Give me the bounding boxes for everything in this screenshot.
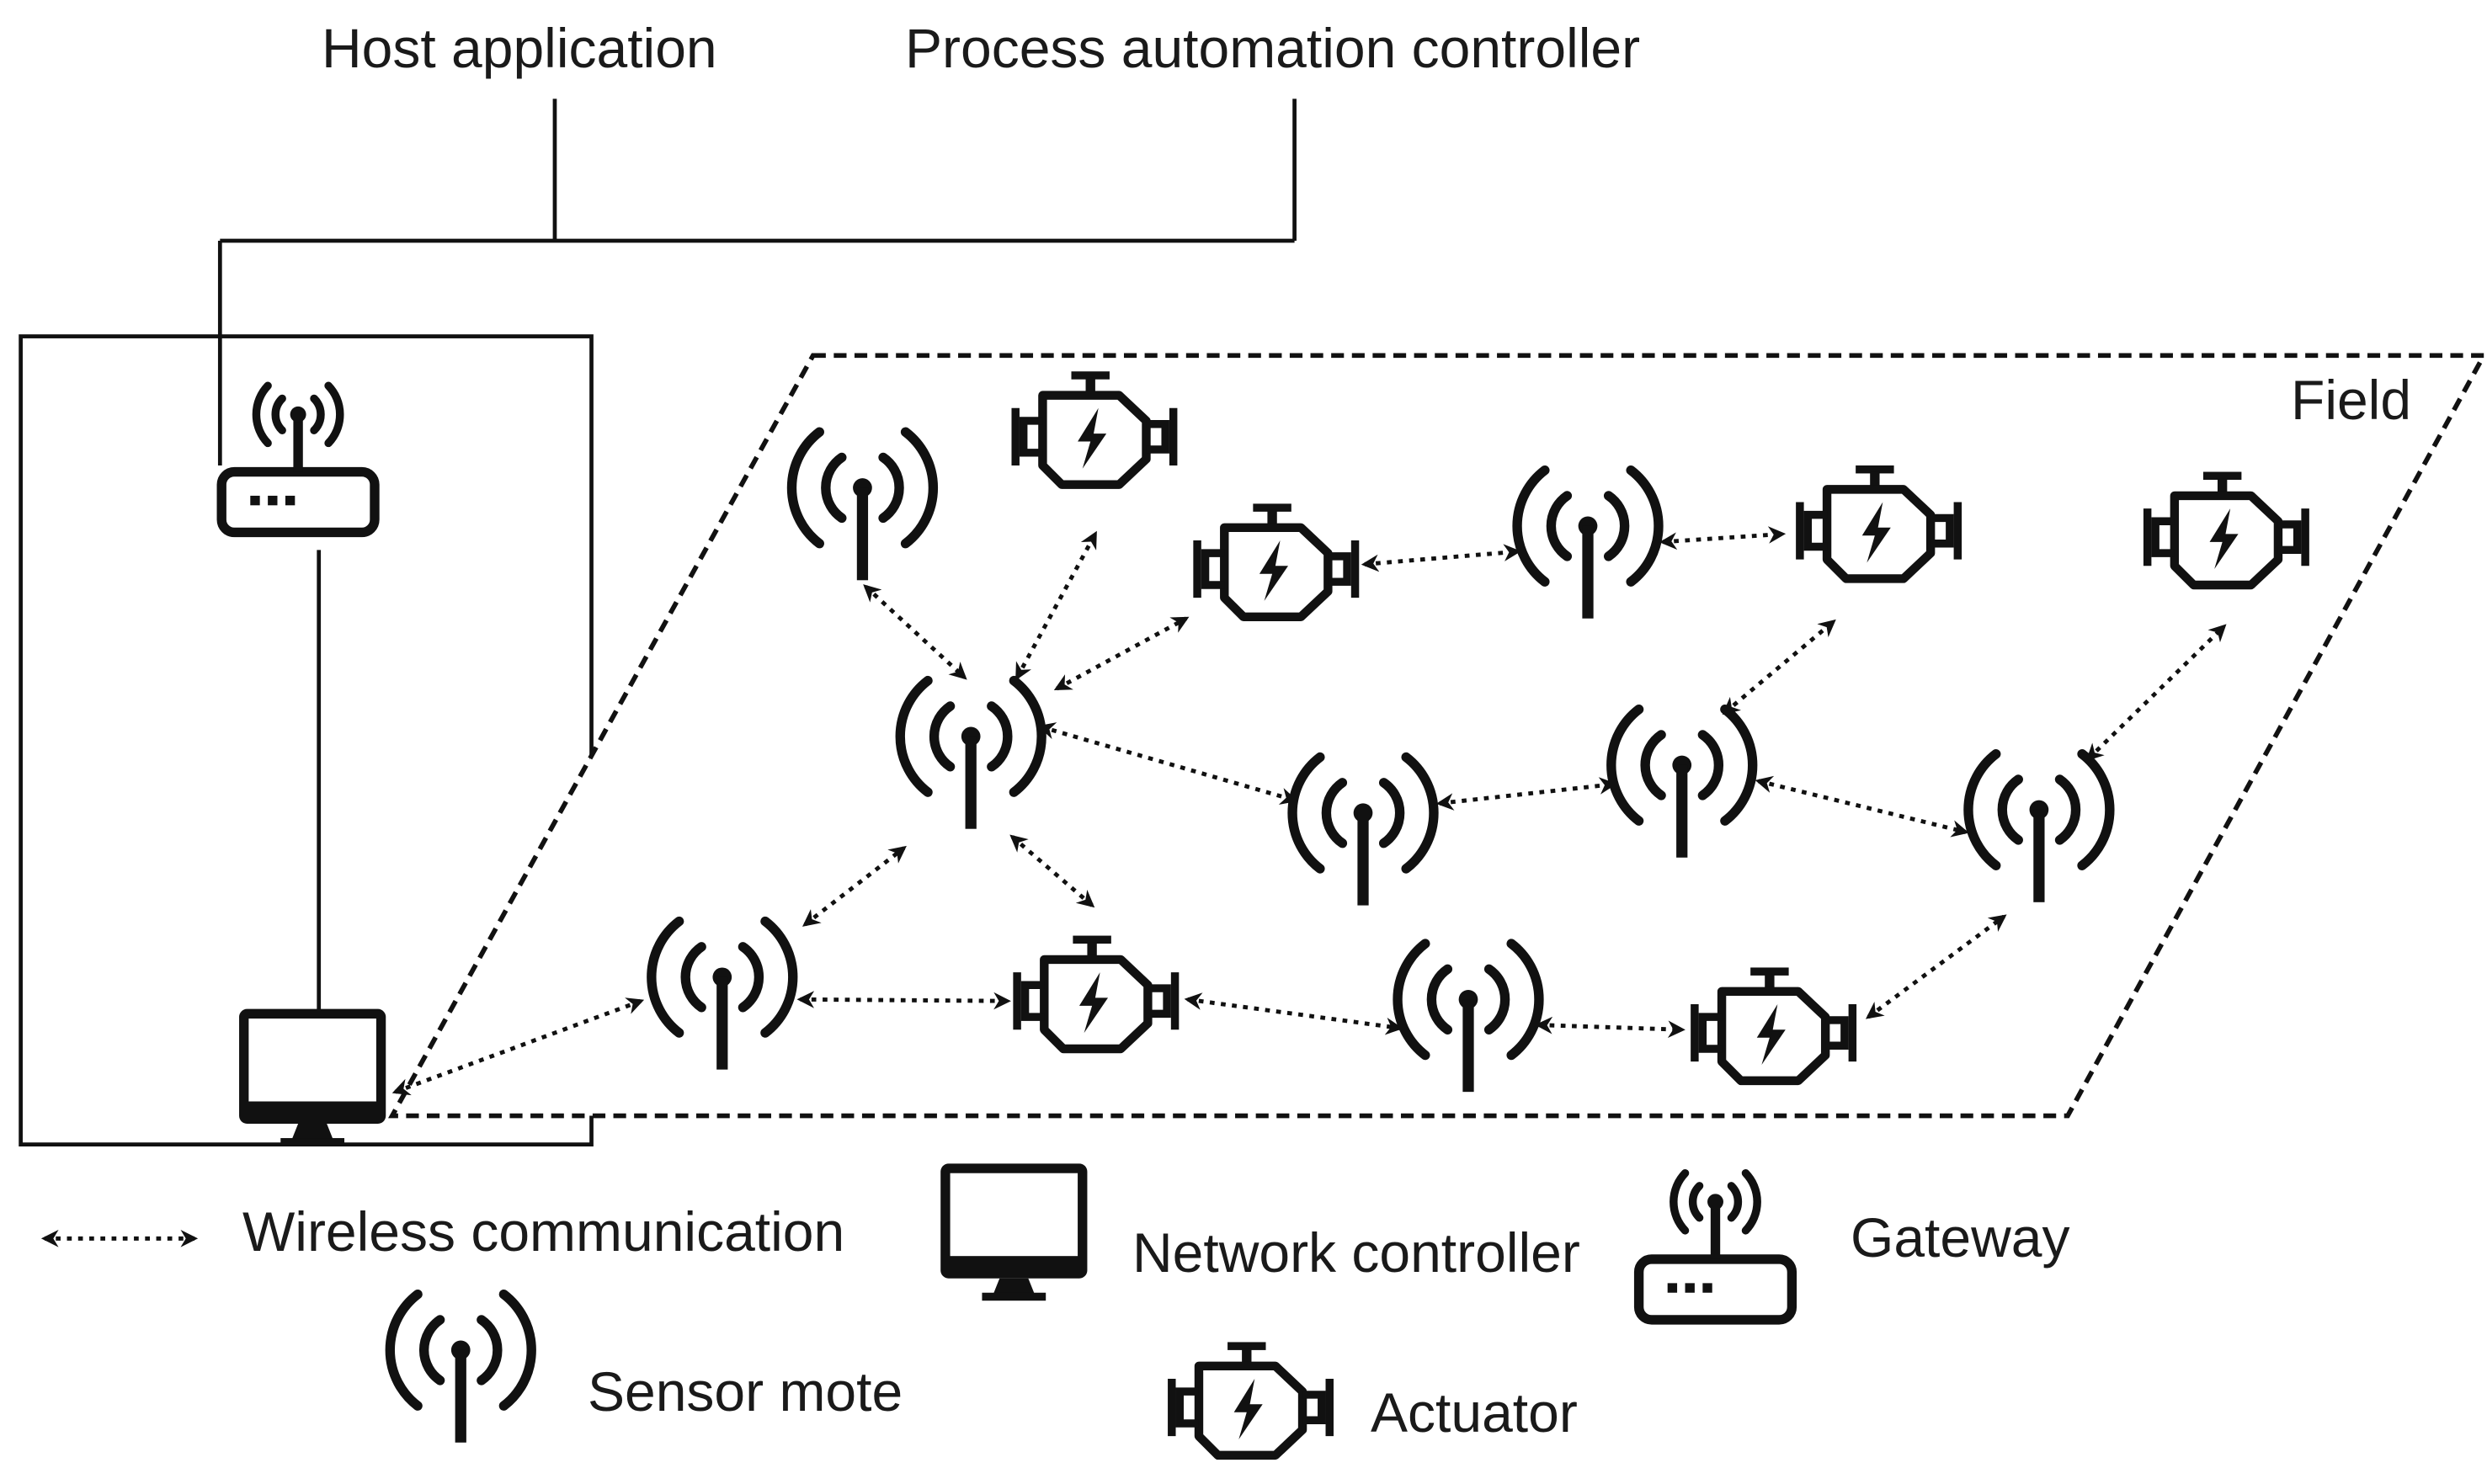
wireless-link-arrow <box>1361 544 1521 572</box>
wireless-link-arrow <box>863 584 967 680</box>
field-label: Field <box>2291 369 2412 431</box>
wireless-link-arrow <box>1755 775 1969 838</box>
legend-network-controller-label: Network controller <box>1132 1221 1580 1284</box>
legend-actuator-label: Actuator <box>1371 1381 1578 1444</box>
network-controller-icon <box>239 1008 386 1146</box>
wireless-link-arrow <box>796 991 1011 1010</box>
wired-connections <box>217 98 1297 1011</box>
wireless-link-arrow <box>1184 992 1403 1035</box>
legend-gateway-label: Gateway <box>1851 1206 2070 1269</box>
legend-sensor-mote-icon <box>390 1295 531 1443</box>
field-boundary <box>388 353 2487 1119</box>
wireless-link-arrow <box>1435 777 1617 811</box>
process-automation-controller-label: Process automation controller <box>905 17 1641 79</box>
wireless-link-arrow <box>1659 526 1787 551</box>
wireless-link-arrow <box>1535 1016 1686 1039</box>
host-application-label: Host application <box>322 17 717 79</box>
legend-network-controller-icon <box>940 1163 1088 1301</box>
legend-icons <box>40 1163 1792 1455</box>
wireless-link-arrow <box>2085 624 2227 762</box>
wireless-link-arrow <box>1015 530 1098 681</box>
legend-wireless-communication-label: Wireless communication <box>242 1200 845 1263</box>
wireless-link-arrow <box>1053 616 1190 691</box>
legend-actuator-icon <box>1172 1342 1329 1455</box>
gateway-icon <box>221 386 375 532</box>
legend-gateway-icon <box>1639 1173 1792 1320</box>
legend-sensor-mote-label: Sensor mote <box>588 1360 903 1423</box>
wireless-link-arrow <box>1722 619 1836 715</box>
wireless-links <box>391 526 2227 1096</box>
wireless-link-arrow <box>801 845 907 927</box>
